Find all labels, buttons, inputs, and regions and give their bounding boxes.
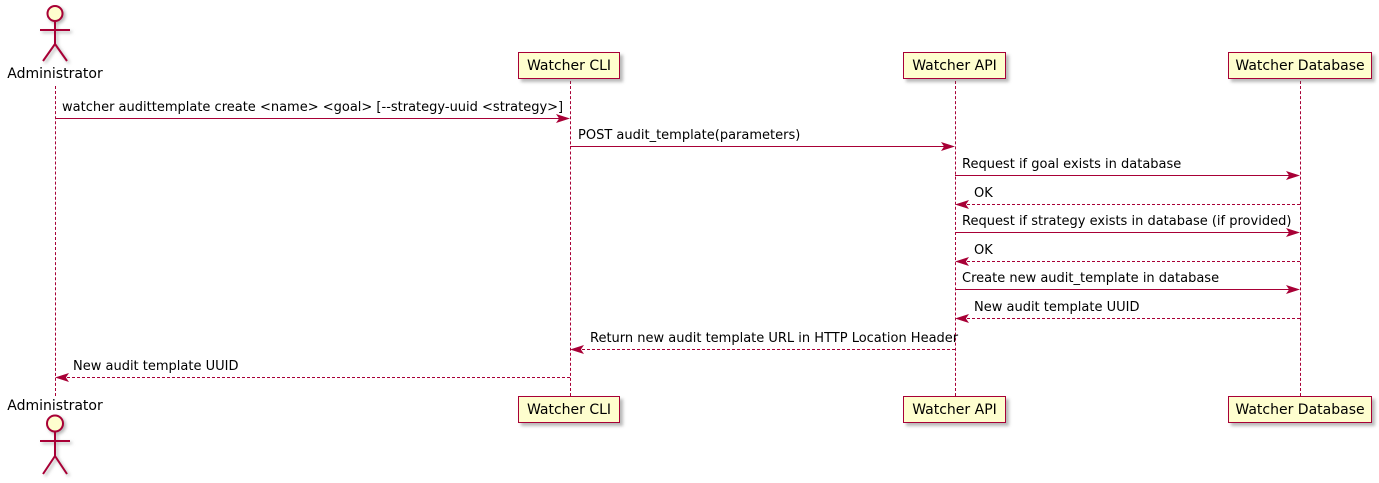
arrowhead-icon [955, 200, 969, 209]
message-label: POST audit_template(parameters) [578, 128, 801, 143]
arrowhead-icon [1286, 285, 1300, 294]
message-arrow [957, 261, 1300, 262]
actor-label-top: Administrator [7, 66, 103, 82]
message-label: Return new audit template URL in HTTP Lo… [590, 331, 959, 346]
participant-box-watcher-database-bottom: Watcher Database [1228, 396, 1372, 423]
participant-box-watcher-cli-bottom: Watcher CLI [518, 396, 620, 423]
arrowhead-icon [1286, 228, 1300, 237]
arrowhead-icon [955, 257, 969, 266]
message-label: Create new audit_template in database [962, 271, 1220, 286]
message-label: OK [974, 186, 993, 201]
participant-box-watcher-api-top: Watcher API [903, 52, 1006, 79]
message-arrow [572, 349, 955, 350]
message-arrow [957, 204, 1300, 205]
message-arrow [955, 289, 1298, 290]
arrowhead-icon [1286, 171, 1300, 180]
participant-box-watcher-database-top: Watcher Database [1228, 52, 1372, 79]
actor-icon [40, 5, 70, 62]
message-label: New audit template UUID [974, 300, 1140, 315]
message-label: watcher audittemplate create <name> <goa… [62, 100, 564, 115]
message-label: Request if goal exists in database [962, 157, 1182, 172]
actor-icon [40, 414, 70, 475]
actor-label-bottom: Administrator [7, 398, 103, 414]
arrowhead-icon [556, 114, 570, 123]
message-label: Request if strategy exists in database (… [962, 214, 1292, 229]
message-arrow [57, 377, 570, 378]
message-arrow [955, 175, 1298, 176]
arrowhead-icon [941, 142, 955, 151]
message-arrow [957, 318, 1300, 319]
arrowhead-icon [570, 345, 584, 354]
lifeline-administrator [55, 86, 56, 396]
participant-box-watcher-cli-top: Watcher CLI [518, 52, 620, 79]
lifeline-watcher-cli [570, 81, 571, 396]
message-label: New audit template UUID [73, 359, 239, 374]
participant-box-watcher-api-bottom: Watcher API [903, 396, 1006, 423]
arrowhead-icon [55, 373, 69, 382]
message-arrow [55, 118, 568, 119]
lifeline-watcher-api [955, 81, 956, 396]
message-arrow [955, 232, 1298, 233]
message-arrow [570, 146, 953, 147]
message-label: OK [974, 243, 993, 258]
arrowhead-icon [955, 314, 969, 323]
lifeline-watcher-database [1300, 81, 1301, 396]
